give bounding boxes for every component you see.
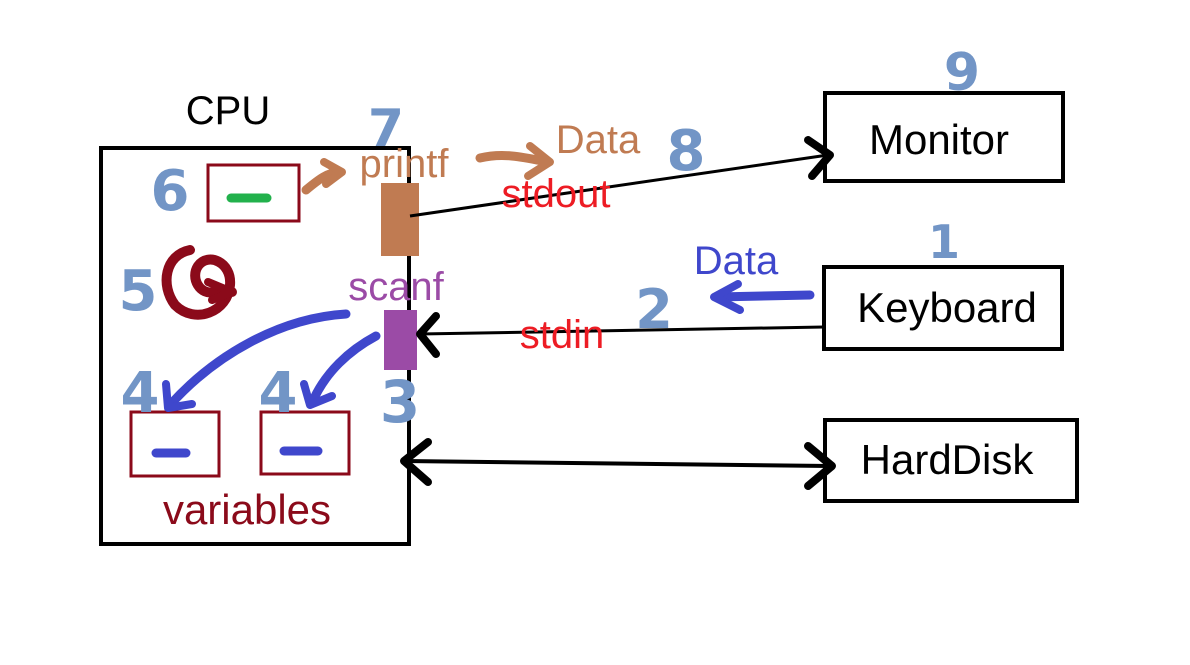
printf-to-data-arrow	[475, 150, 553, 167]
printf-port	[381, 183, 419, 256]
processing-swirl-head	[204, 278, 236, 304]
cpu-title: CPU	[186, 89, 270, 133]
step-1: 1	[928, 215, 960, 269]
step-8: 8	[667, 119, 706, 184]
harddisk-link-line	[403, 459, 831, 468]
monitor-box	[823, 91, 1065, 183]
printf-label: printf	[360, 142, 450, 186]
scanf-to-variable-1-arrow	[165, 309, 351, 410]
processing-swirl	[161, 245, 237, 320]
variable-to-printf-arrowhead	[320, 158, 346, 188]
stdout-line	[409, 153, 829, 218]
variables-label: variables	[163, 486, 331, 533]
stdin-arrowhead	[416, 312, 440, 358]
step-4a: 4	[121, 361, 160, 426]
scanf-to-variable-1-arrowhead	[162, 380, 196, 412]
step-6: 6	[151, 159, 190, 224]
step-2: 2	[635, 278, 673, 341]
input-data-label: Data	[694, 239, 779, 283]
step-3: 3	[380, 368, 420, 436]
step-7: 7	[368, 99, 404, 159]
keyboard-data-arrowhead	[710, 280, 744, 314]
scanf-label: scanf	[348, 265, 444, 309]
scanf-port	[384, 310, 417, 370]
monitor-label: Monitor	[869, 116, 1009, 163]
output-data-label: Data	[556, 118, 641, 162]
output-variable-box	[206, 163, 301, 223]
keyboard-data-arrow	[711, 290, 815, 302]
scanf-to-variable-2-arrow	[307, 331, 381, 408]
step-4b: 4	[259, 361, 298, 426]
step-9: 9	[944, 43, 980, 103]
step-5: 5	[119, 259, 158, 324]
scanf-to-variable-2-arrowhead	[300, 380, 336, 409]
harddisk-link-left-arrowhead	[400, 438, 432, 486]
input-variable-box-1	[129, 410, 221, 478]
stdin-line	[419, 325, 825, 336]
harddisk-label: HardDisk	[861, 436, 1035, 483]
stdout-arrowhead	[804, 136, 834, 180]
stdin-label: stdin	[520, 313, 605, 357]
stdout-label: stdout	[502, 172, 611, 216]
printf-to-data-arrowhead	[524, 142, 554, 180]
keyboard-box	[822, 265, 1064, 351]
harddisk-link-right-arrowhead	[804, 442, 836, 490]
input-variable-box-2	[259, 410, 351, 476]
keyboard-label: Keyboard	[857, 284, 1037, 331]
